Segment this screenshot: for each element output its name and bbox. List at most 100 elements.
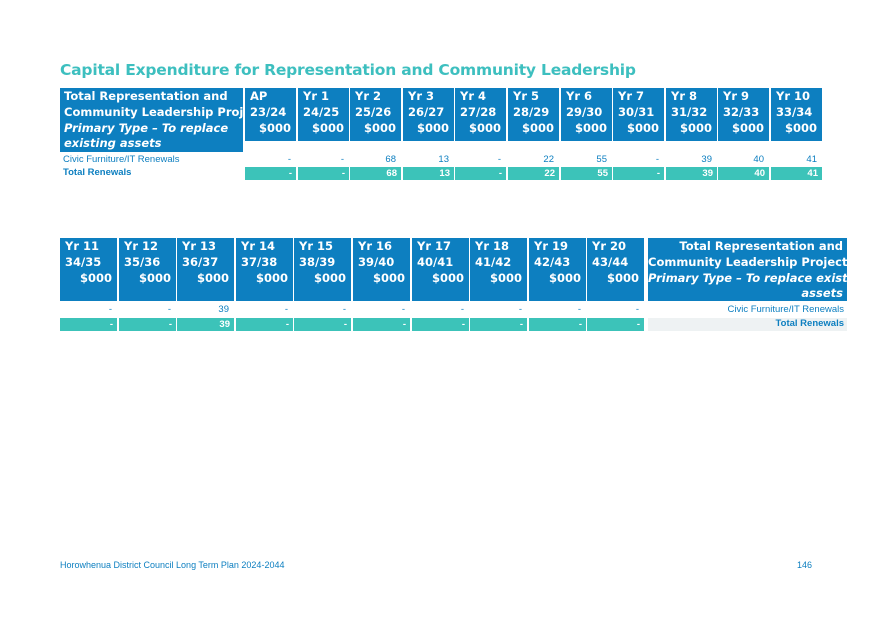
column-year: Yr 11 (65, 239, 100, 253)
total-cell: - (236, 318, 293, 331)
column-unit: $000 (79, 270, 112, 285)
table-cell: - (635, 304, 639, 315)
column-financial-year: 38/39 (299, 254, 336, 269)
column-unit: $000 (784, 120, 817, 135)
total-cell: 40 (718, 167, 769, 180)
label-subtype-line: assets (801, 286, 843, 301)
column-year: Yr 12 (124, 239, 159, 253)
column-year: Yr 14 (241, 239, 276, 253)
column-unit: $000 (626, 120, 659, 135)
table-cell: - (401, 304, 405, 315)
table-cell: - (460, 304, 464, 315)
column-financial-year: 42/43 (534, 254, 571, 269)
column-financial-year: 23/24 (250, 104, 287, 119)
column-financial-year: 32/33 (723, 104, 760, 119)
column-financial-year: 35/36 (124, 254, 161, 269)
table-cell: - (497, 154, 501, 165)
table-cell: 68 (385, 154, 396, 165)
column-unit: $000 (255, 270, 288, 285)
column-year: Yr 19 (534, 239, 569, 253)
column-year: Yr 3 (408, 89, 435, 103)
row-label: Civic Furniture/IT Renewals (63, 154, 180, 165)
column-unit: $000 (606, 270, 639, 285)
column-financial-year: 33/34 (776, 104, 813, 119)
column-unit: $000 (731, 120, 764, 135)
column-financial-year: 40/41 (417, 254, 454, 269)
column-unit: $000 (138, 270, 171, 285)
column-financial-year: 34/35 (65, 254, 102, 269)
column-financial-year: 25/26 (355, 104, 392, 119)
column-financial-year: 43/44 (592, 254, 629, 269)
column-year: Yr 2 (355, 89, 382, 103)
total-cell: 39 (177, 318, 234, 331)
column-unit: $000 (431, 270, 464, 285)
column-unit: $000 (313, 270, 346, 285)
total-cell: 13 (403, 167, 454, 180)
table-cell: 40 (753, 154, 764, 165)
column-financial-year: 26/27 (408, 104, 445, 119)
table-cell: - (108, 304, 112, 315)
column-year: Yr 8 (671, 89, 698, 103)
total-cell: - (60, 318, 117, 331)
total-cell: - (412, 318, 469, 331)
column-year: Yr 1 (303, 89, 330, 103)
column-unit: $000 (548, 270, 581, 285)
column-year: Yr 10 (776, 89, 811, 103)
table-cell: - (518, 304, 522, 315)
column-year: Yr 13 (182, 239, 217, 253)
table-cell: 22 (543, 154, 554, 165)
column-unit: $000 (258, 120, 291, 135)
table-cell: - (340, 154, 344, 165)
column-year: Yr 9 (723, 89, 750, 103)
column-financial-year: 28/29 (513, 104, 550, 119)
column-year: Yr 15 (299, 239, 334, 253)
column-unit: $000 (521, 120, 554, 135)
total-cell: 39 (666, 167, 717, 180)
total-cell: - (587, 318, 644, 331)
column-year: AP (250, 89, 268, 103)
total-cell: - (613, 167, 664, 180)
column-year: Yr 5 (513, 89, 540, 103)
column-year: Yr 18 (475, 239, 510, 253)
label-subtype-line: Primary Type – To replace (64, 120, 229, 135)
total-cell: - (529, 318, 586, 331)
total-cell: - (119, 318, 176, 331)
label-subtype-line: Primary Type – To replace existing (648, 270, 868, 285)
label-line: Community Leadership Projects (648, 254, 855, 269)
total-cell: - (294, 318, 351, 331)
total-row-label: Total Renewals (63, 167, 132, 178)
table-cell: 13 (438, 154, 449, 165)
total-cell: - (353, 318, 410, 331)
column-year: Yr 17 (417, 239, 452, 253)
column-financial-year: 29/30 (566, 104, 603, 119)
total-cell: 22 (508, 167, 559, 180)
total-cell: - (298, 167, 349, 180)
column-year: Yr 20 (592, 239, 627, 253)
column-unit: $000 (489, 270, 522, 285)
table-cell: - (342, 304, 346, 315)
total-row-label: Total Renewals (775, 318, 844, 329)
total-cell: 41 (771, 167, 822, 180)
table-cell: - (167, 304, 171, 315)
footer-page-number: 146 (797, 560, 813, 570)
label-line: Total Representation and (64, 89, 228, 103)
